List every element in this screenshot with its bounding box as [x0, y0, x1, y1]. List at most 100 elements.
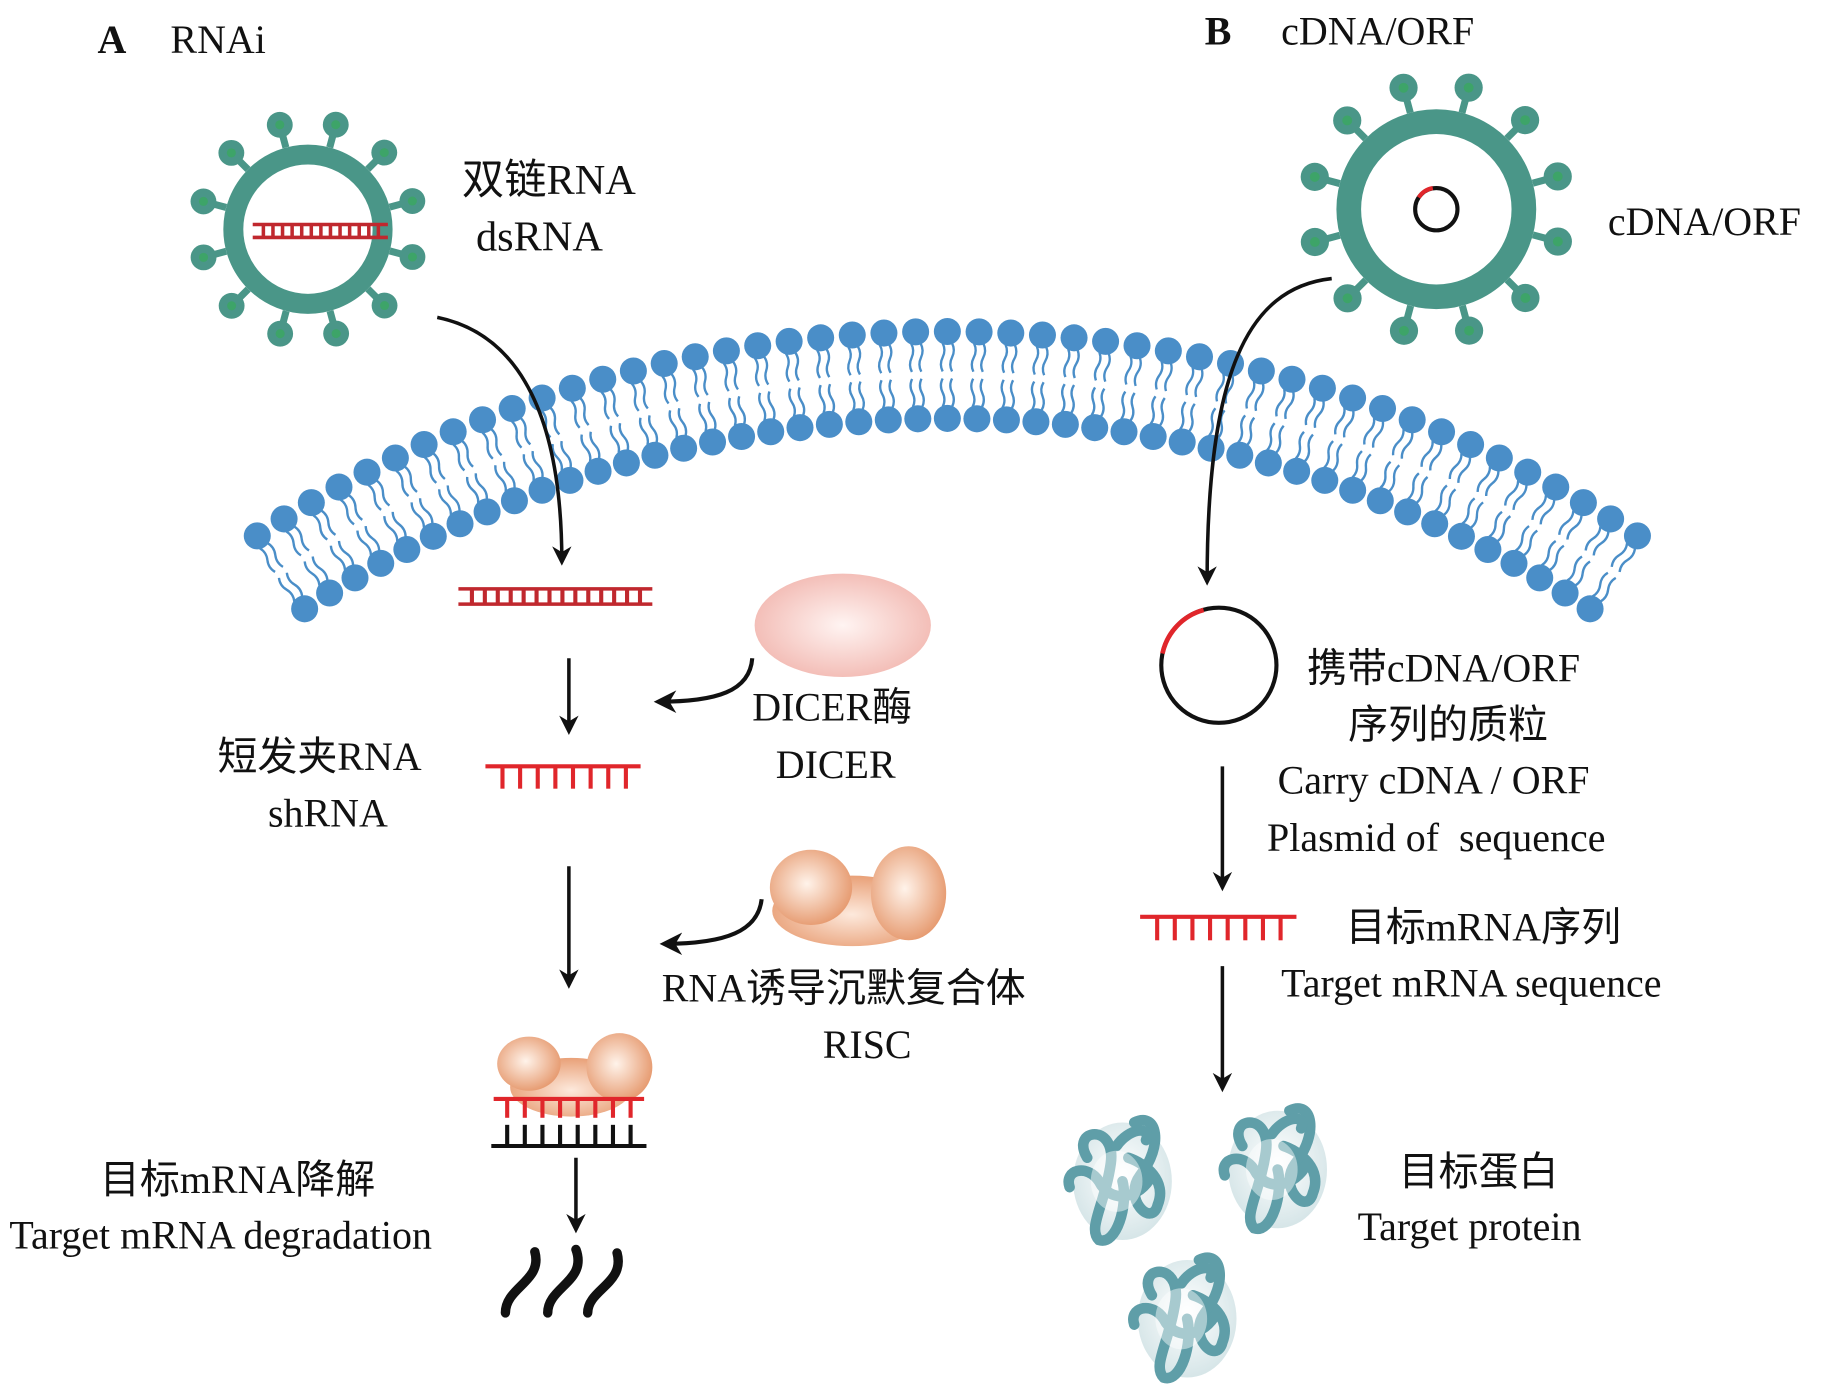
lipid-tail — [1303, 433, 1314, 463]
virus-knob-dot — [407, 196, 417, 206]
lipid-tail — [939, 342, 946, 372]
lipid-head-outer — [933, 317, 961, 345]
lipid-tail — [1063, 348, 1071, 378]
lipid-tail — [797, 387, 806, 416]
lipid-head-outer — [1597, 505, 1625, 533]
shrna-label-en: shRNA — [268, 790, 388, 835]
virus-knob-dot — [1309, 171, 1320, 182]
lipid-tail — [339, 498, 355, 526]
lipid-tail — [939, 377, 946, 408]
lipid-tail — [1032, 345, 1040, 375]
target-mrna-label-cn: 目标mRNA序列 — [1346, 904, 1621, 949]
lipid-tail — [579, 397, 590, 426]
lipid-tail — [1371, 421, 1385, 448]
lipid-tail — [259, 547, 276, 573]
lipid-tail — [825, 348, 831, 378]
lipid-head-outer — [1028, 321, 1056, 349]
lipid-tail — [758, 392, 767, 422]
lipid-head-outer — [297, 489, 325, 517]
virus-capsid-ring — [1336, 109, 1537, 310]
lipid-tail — [519, 417, 532, 446]
lipid-tail — [677, 407, 688, 437]
lipid-tail — [303, 561, 321, 586]
virus-knob-dot — [1552, 236, 1563, 247]
lipid-tail — [395, 469, 410, 497]
lipid-tail — [970, 378, 976, 408]
protein-ribbon — [1063, 1165, 1158, 1202]
panel-b-title: cDNA/ORF — [1281, 9, 1474, 54]
lipid-tail — [1164, 362, 1173, 392]
lipid-tail — [570, 400, 581, 429]
lipid-head-outer — [619, 357, 647, 385]
lipid-tail — [481, 431, 494, 460]
lipid-head-outer — [1514, 458, 1542, 486]
lipid-tail — [293, 525, 310, 552]
lipid-tail — [1470, 501, 1484, 529]
lipid-tail — [609, 388, 620, 418]
lipid-head-outer — [1247, 357, 1275, 385]
lipid-tail — [1099, 387, 1106, 418]
shrna-comb — [485, 764, 641, 789]
lipid-tail — [383, 516, 399, 542]
lipid-tail — [647, 415, 659, 443]
lipid-tail — [1266, 422, 1276, 452]
lipid-tail — [1246, 416, 1256, 446]
lipid-tail — [848, 381, 856, 411]
arrow-dicer-action — [653, 657, 755, 714]
risc-label-cn: RNA诱导沉默复合体 — [662, 965, 1026, 1010]
lipid-tail — [1254, 383, 1265, 412]
lipid-tail — [1429, 444, 1443, 471]
lipid-tail — [1363, 417, 1376, 445]
lipid-tail — [918, 342, 924, 373]
lipid-tail — [887, 343, 893, 374]
lipid-head-outer — [902, 318, 930, 346]
dicer-label-en: DICER — [776, 742, 896, 787]
protein-ribbon — [1266, 1113, 1308, 1140]
lipid-tail — [1332, 443, 1343, 472]
lipid-head-inner — [1421, 510, 1449, 538]
lipid-tail — [348, 494, 363, 521]
lipid-tail — [549, 406, 561, 436]
lipid-tail — [502, 461, 516, 489]
lipid-head-outer — [243, 522, 271, 550]
lipid-tail — [1120, 390, 1127, 421]
lipid-head-inner — [393, 535, 421, 564]
virus-knob-dot — [199, 252, 209, 262]
lipid-head-outer — [1278, 365, 1306, 393]
lipid-head-inner — [367, 549, 395, 577]
lipid-head-inner — [1139, 423, 1167, 451]
lipid-tail — [698, 403, 708, 432]
lipid-tail — [737, 396, 747, 425]
lipid-tail — [1512, 484, 1528, 510]
lipid-head-inner — [1051, 410, 1079, 438]
lipid-tail — [356, 530, 373, 556]
lipid-head-outer — [353, 458, 381, 486]
lipid-tail — [311, 556, 329, 581]
lipid-tail — [1334, 407, 1346, 435]
lipid-tail — [1009, 379, 1016, 409]
lipid-head-outer — [1123, 332, 1151, 360]
shrna-label-cn: 短发夹RNA — [217, 734, 421, 779]
degradation-label-en: Target mRNA degradation — [9, 1212, 432, 1257]
lipid-head-outer — [1569, 489, 1597, 517]
lipid-head-outer — [870, 319, 898, 347]
protein-highlight — [1090, 1150, 1143, 1212]
lipid-tail — [446, 485, 461, 512]
lipid-tail — [1245, 380, 1256, 409]
target-protein-label-cn: 目标蛋白 — [1399, 1149, 1559, 1194]
lipid-tail — [1443, 488, 1457, 516]
lipid-tail — [367, 483, 382, 511]
lipid-head-outer — [439, 418, 467, 446]
lipid-tail — [1041, 346, 1049, 376]
lipid-head-inner — [786, 414, 814, 442]
lipid-tail — [1360, 453, 1372, 482]
lipid-tail — [1592, 531, 1610, 556]
lipid-head-inner — [446, 510, 474, 538]
lipid-tail — [970, 342, 977, 373]
lipid-head-inner — [1366, 487, 1394, 515]
lipid-head-outer — [1398, 406, 1426, 434]
lipid-tail — [701, 366, 709, 396]
lipid-tail — [827, 383, 836, 413]
lipid-tail — [1496, 515, 1512, 543]
